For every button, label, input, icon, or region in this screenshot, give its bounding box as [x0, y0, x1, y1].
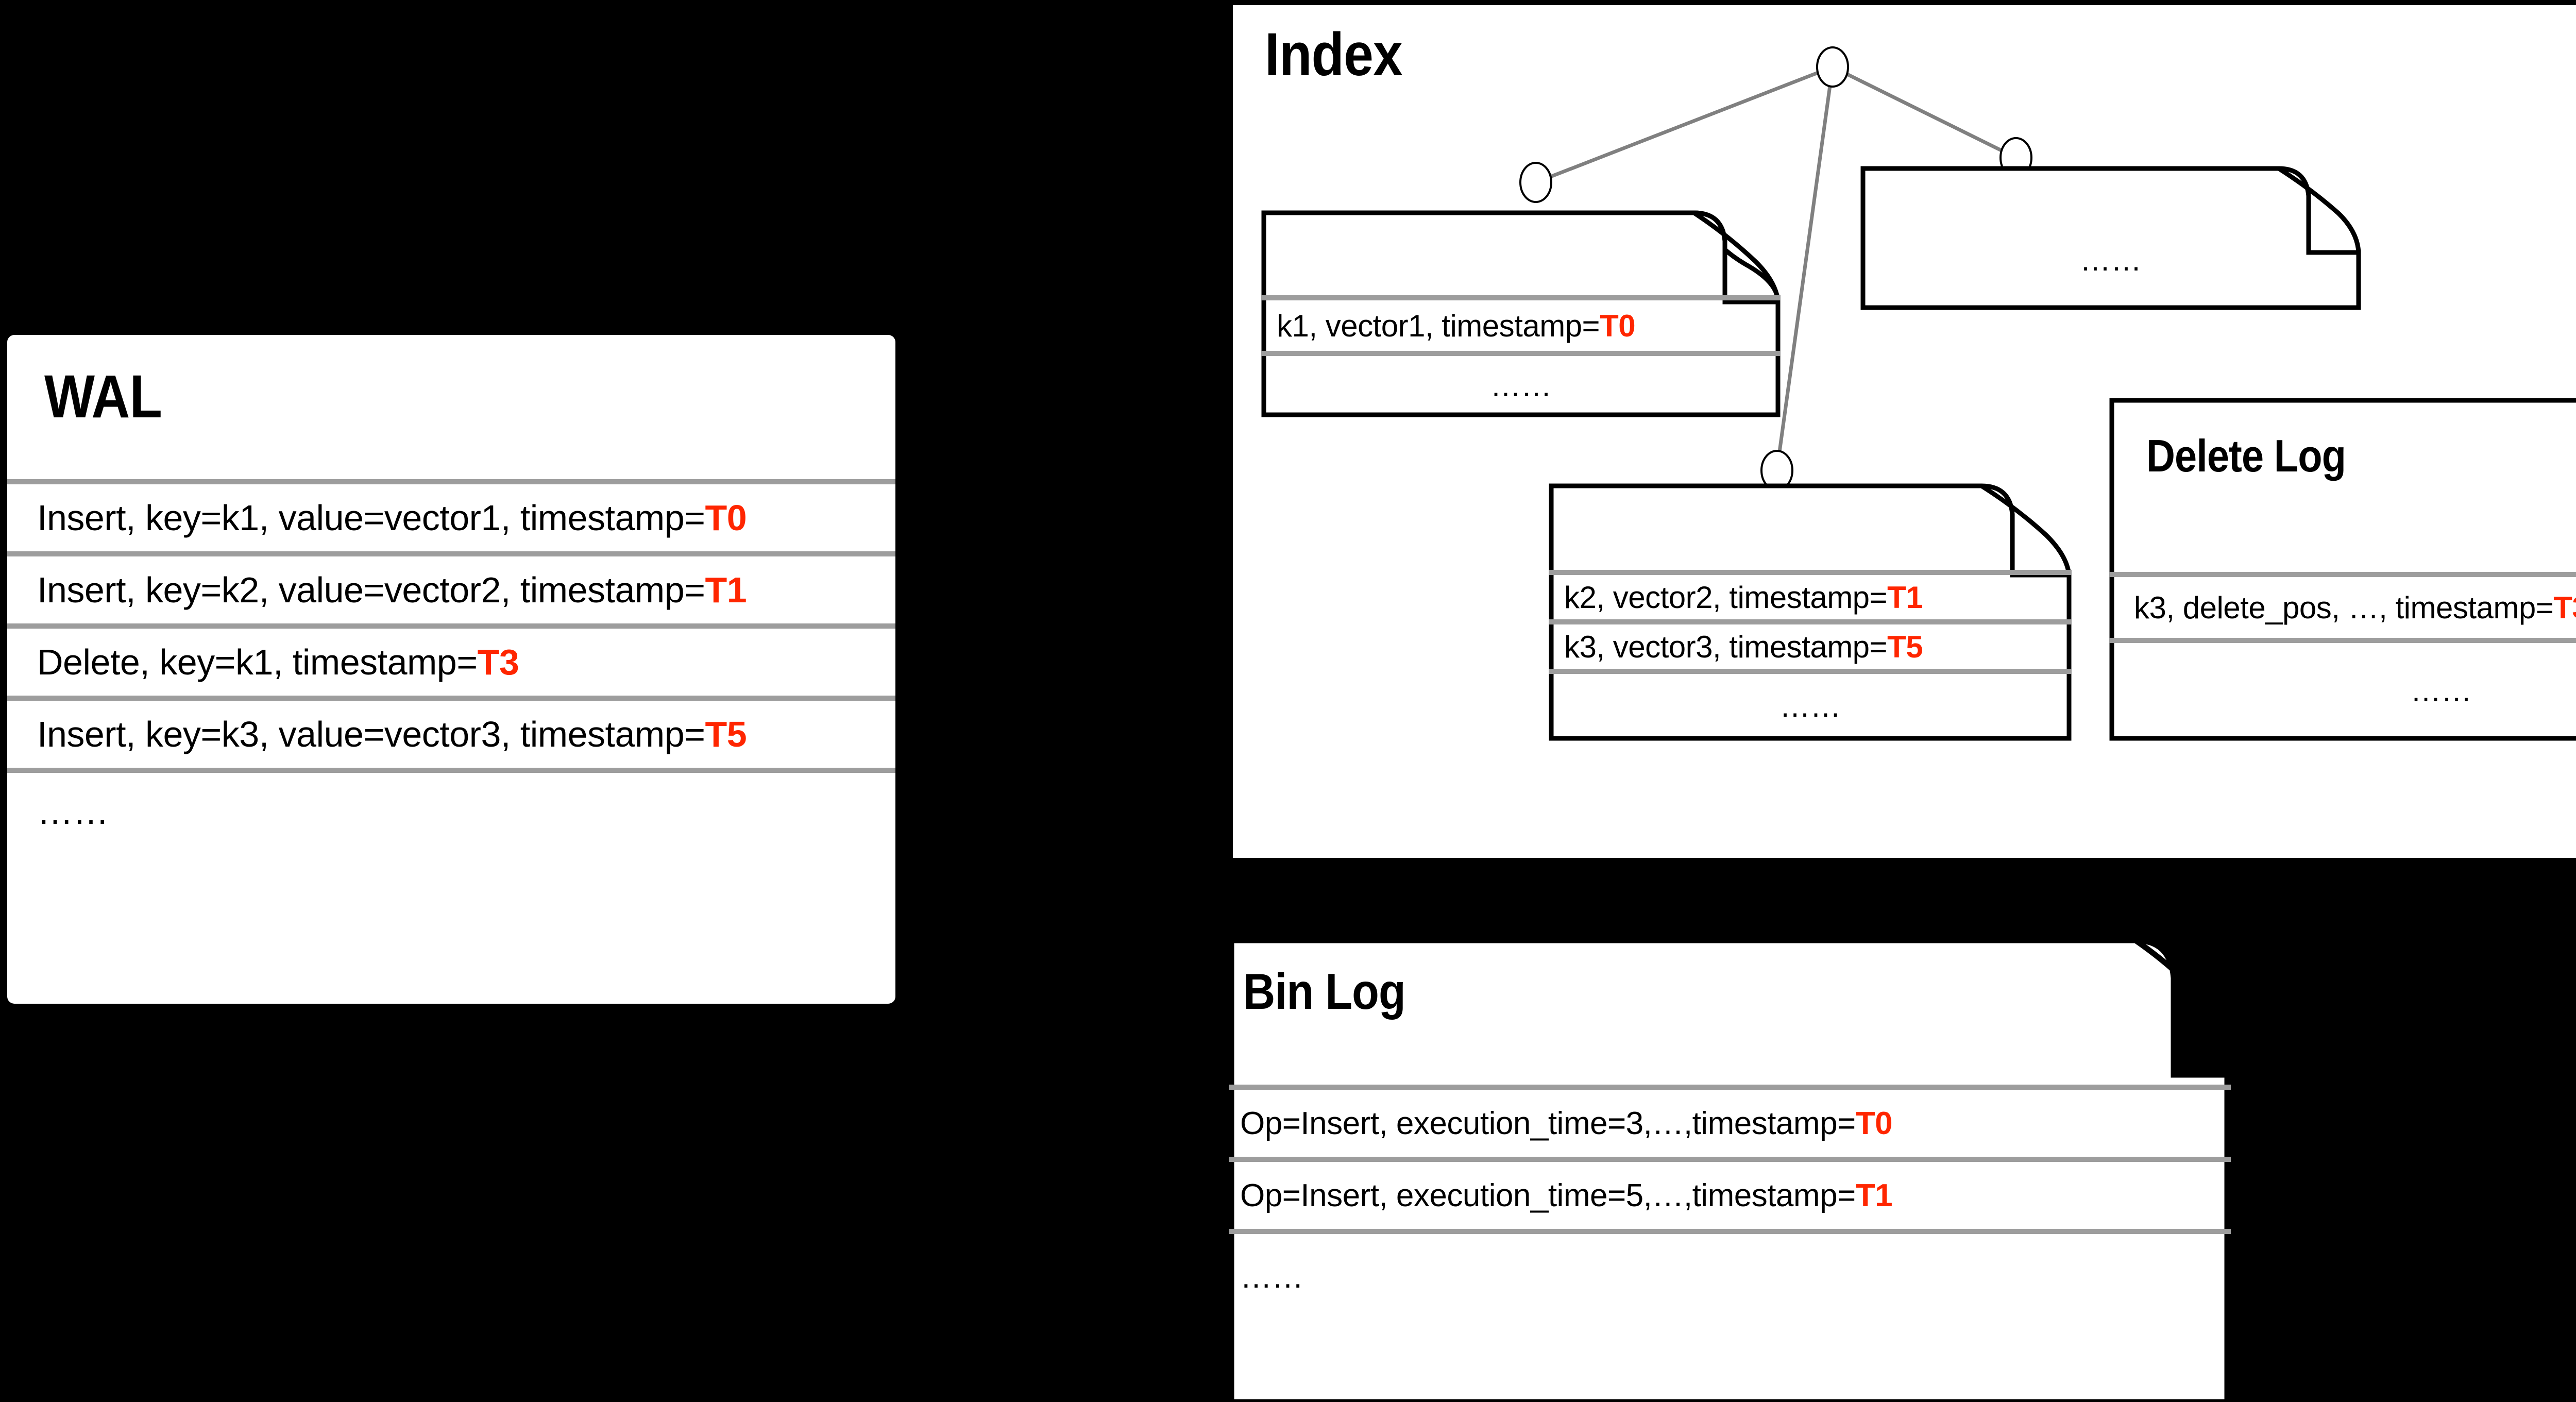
timestamp-value: T1 — [1887, 580, 1923, 615]
timestamp-value: T0 — [705, 498, 747, 538]
delete-log-row-text: …… — [2410, 673, 2472, 708]
index-leaf-doc-right: …… — [1860, 166, 2361, 310]
doc-rows: Delete Log k3, delete_pos, …, timestamp=… — [2109, 398, 2576, 741]
timestamp-value: T0 — [1600, 308, 1636, 343]
wal-row-text: Insert, key=k2, value=vector2, timestamp… — [37, 570, 747, 610]
index-leaf-row: k3, vector3, timestamp=T5 — [1549, 619, 2072, 669]
wal-title: WAL — [44, 363, 162, 431]
index-leaf-row-text: k3, vector3, timestamp=T5 — [1564, 629, 1923, 664]
timestamp-value: T3 — [2553, 590, 2576, 625]
index-leaf-row-text: k2, vector2, timestamp=T1 — [1564, 580, 1923, 615]
delete-log-row-text: k3, delete_pos, …, timestamp=T3 — [2109, 590, 2576, 626]
index-leaf-row-text: …… — [1780, 689, 1841, 723]
index-title: Index — [1265, 21, 1403, 89]
bin-log-row-text: Op=Insert, execution_time=5,…,timestamp=… — [1240, 1177, 1893, 1213]
index-leaf-right-ellipsis: …… — [2080, 243, 2142, 277]
doc-rows: k1, vector1, timestamp=T0 …… — [1261, 210, 1781, 417]
wal-row-text: Insert, key=k3, value=vector3, timestamp… — [37, 714, 747, 754]
index-leaf-row: …… — [1261, 351, 1781, 415]
index-leaf-row: k2, vector2, timestamp=T1 — [1549, 570, 2072, 619]
doc-rows: k2, vector2, timestamp=T1 k3, vector3, t… — [1549, 483, 2072, 741]
index-leaf-row-text: k1, vector1, timestamp=T0 — [1277, 308, 1636, 343]
delete-log-doc: Delete Log k3, delete_pos, …, timestamp=… — [2109, 398, 2576, 741]
timestamp-value: T0 — [1855, 1105, 1893, 1141]
bin-log-doc: Bin Log Op=Insert, execution_time=3,…,ti… — [1228, 937, 2231, 1402]
bin-log-row: Op=Insert, execution_time=3,…,timestamp=… — [1229, 1085, 2231, 1157]
delete-log-row: k3, delete_pos, …, timestamp=T3 — [2109, 572, 2576, 638]
wal-row-text: Insert, key=k1, value=vector1, timestamp… — [37, 498, 747, 538]
index-leaf-row: …… — [1549, 669, 2072, 738]
timestamp-value: T3 — [477, 642, 519, 682]
bin-log-row-text: …… — [1240, 1259, 1304, 1295]
doc-rows: …… — [1860, 166, 2361, 310]
index-leaf-row-text: …… — [1490, 368, 1552, 403]
wal-row: Insert, key=k3, value=vector3, timestamp… — [7, 696, 895, 768]
document-fold-shape — [1860, 166, 2361, 310]
bin-log-row: …… — [1229, 1229, 2231, 1402]
wal-row: …… — [7, 768, 895, 850]
document-fold-shape — [1228, 937, 2230, 1402]
timestamp-value: T5 — [705, 714, 747, 754]
index-leaf-row: k1, vector1, timestamp=T0 — [1261, 295, 1781, 351]
wal-panel: WAL Insert, key=k1, value=vector1, times… — [7, 335, 895, 1004]
delete-log-row: …… — [2109, 638, 2576, 738]
timestamp-value: T5 — [1887, 629, 1923, 664]
timestamp-value: T1 — [1855, 1177, 1893, 1213]
document-fold-shape — [1549, 483, 2072, 741]
bin-log-title: Bin Log — [1243, 963, 1406, 1020]
wal-row: Insert, key=k1, value=vector1, timestamp… — [7, 479, 895, 551]
wal-row: Delete, key=k1, timestamp=T3 — [7, 623, 895, 696]
index-leaf-doc-left: k1, vector1, timestamp=T0 …… — [1261, 210, 1781, 417]
wal-row-text: …… — [37, 791, 109, 832]
document-fold-shape — [1261, 210, 1781, 417]
wal-row-text: Delete, key=k1, timestamp=T3 — [37, 642, 519, 682]
delete-log-title: Delete Log — [2146, 430, 2346, 481]
wal-row: Insert, key=k2, value=vector2, timestamp… — [7, 551, 895, 623]
index-leaf-doc-mid: k2, vector2, timestamp=T1 k3, vector3, t… — [1549, 483, 2072, 741]
bin-log-row-text: Op=Insert, execution_time=3,…,timestamp=… — [1240, 1105, 1893, 1141]
doc-rows: Bin Log Op=Insert, execution_time=3,…,ti… — [1229, 938, 2231, 1402]
document-fold-shape — [2109, 398, 2576, 741]
timestamp-value: T1 — [705, 570, 747, 610]
bin-log-row: Op=Insert, execution_time=5,…,timestamp=… — [1229, 1157, 2231, 1229]
